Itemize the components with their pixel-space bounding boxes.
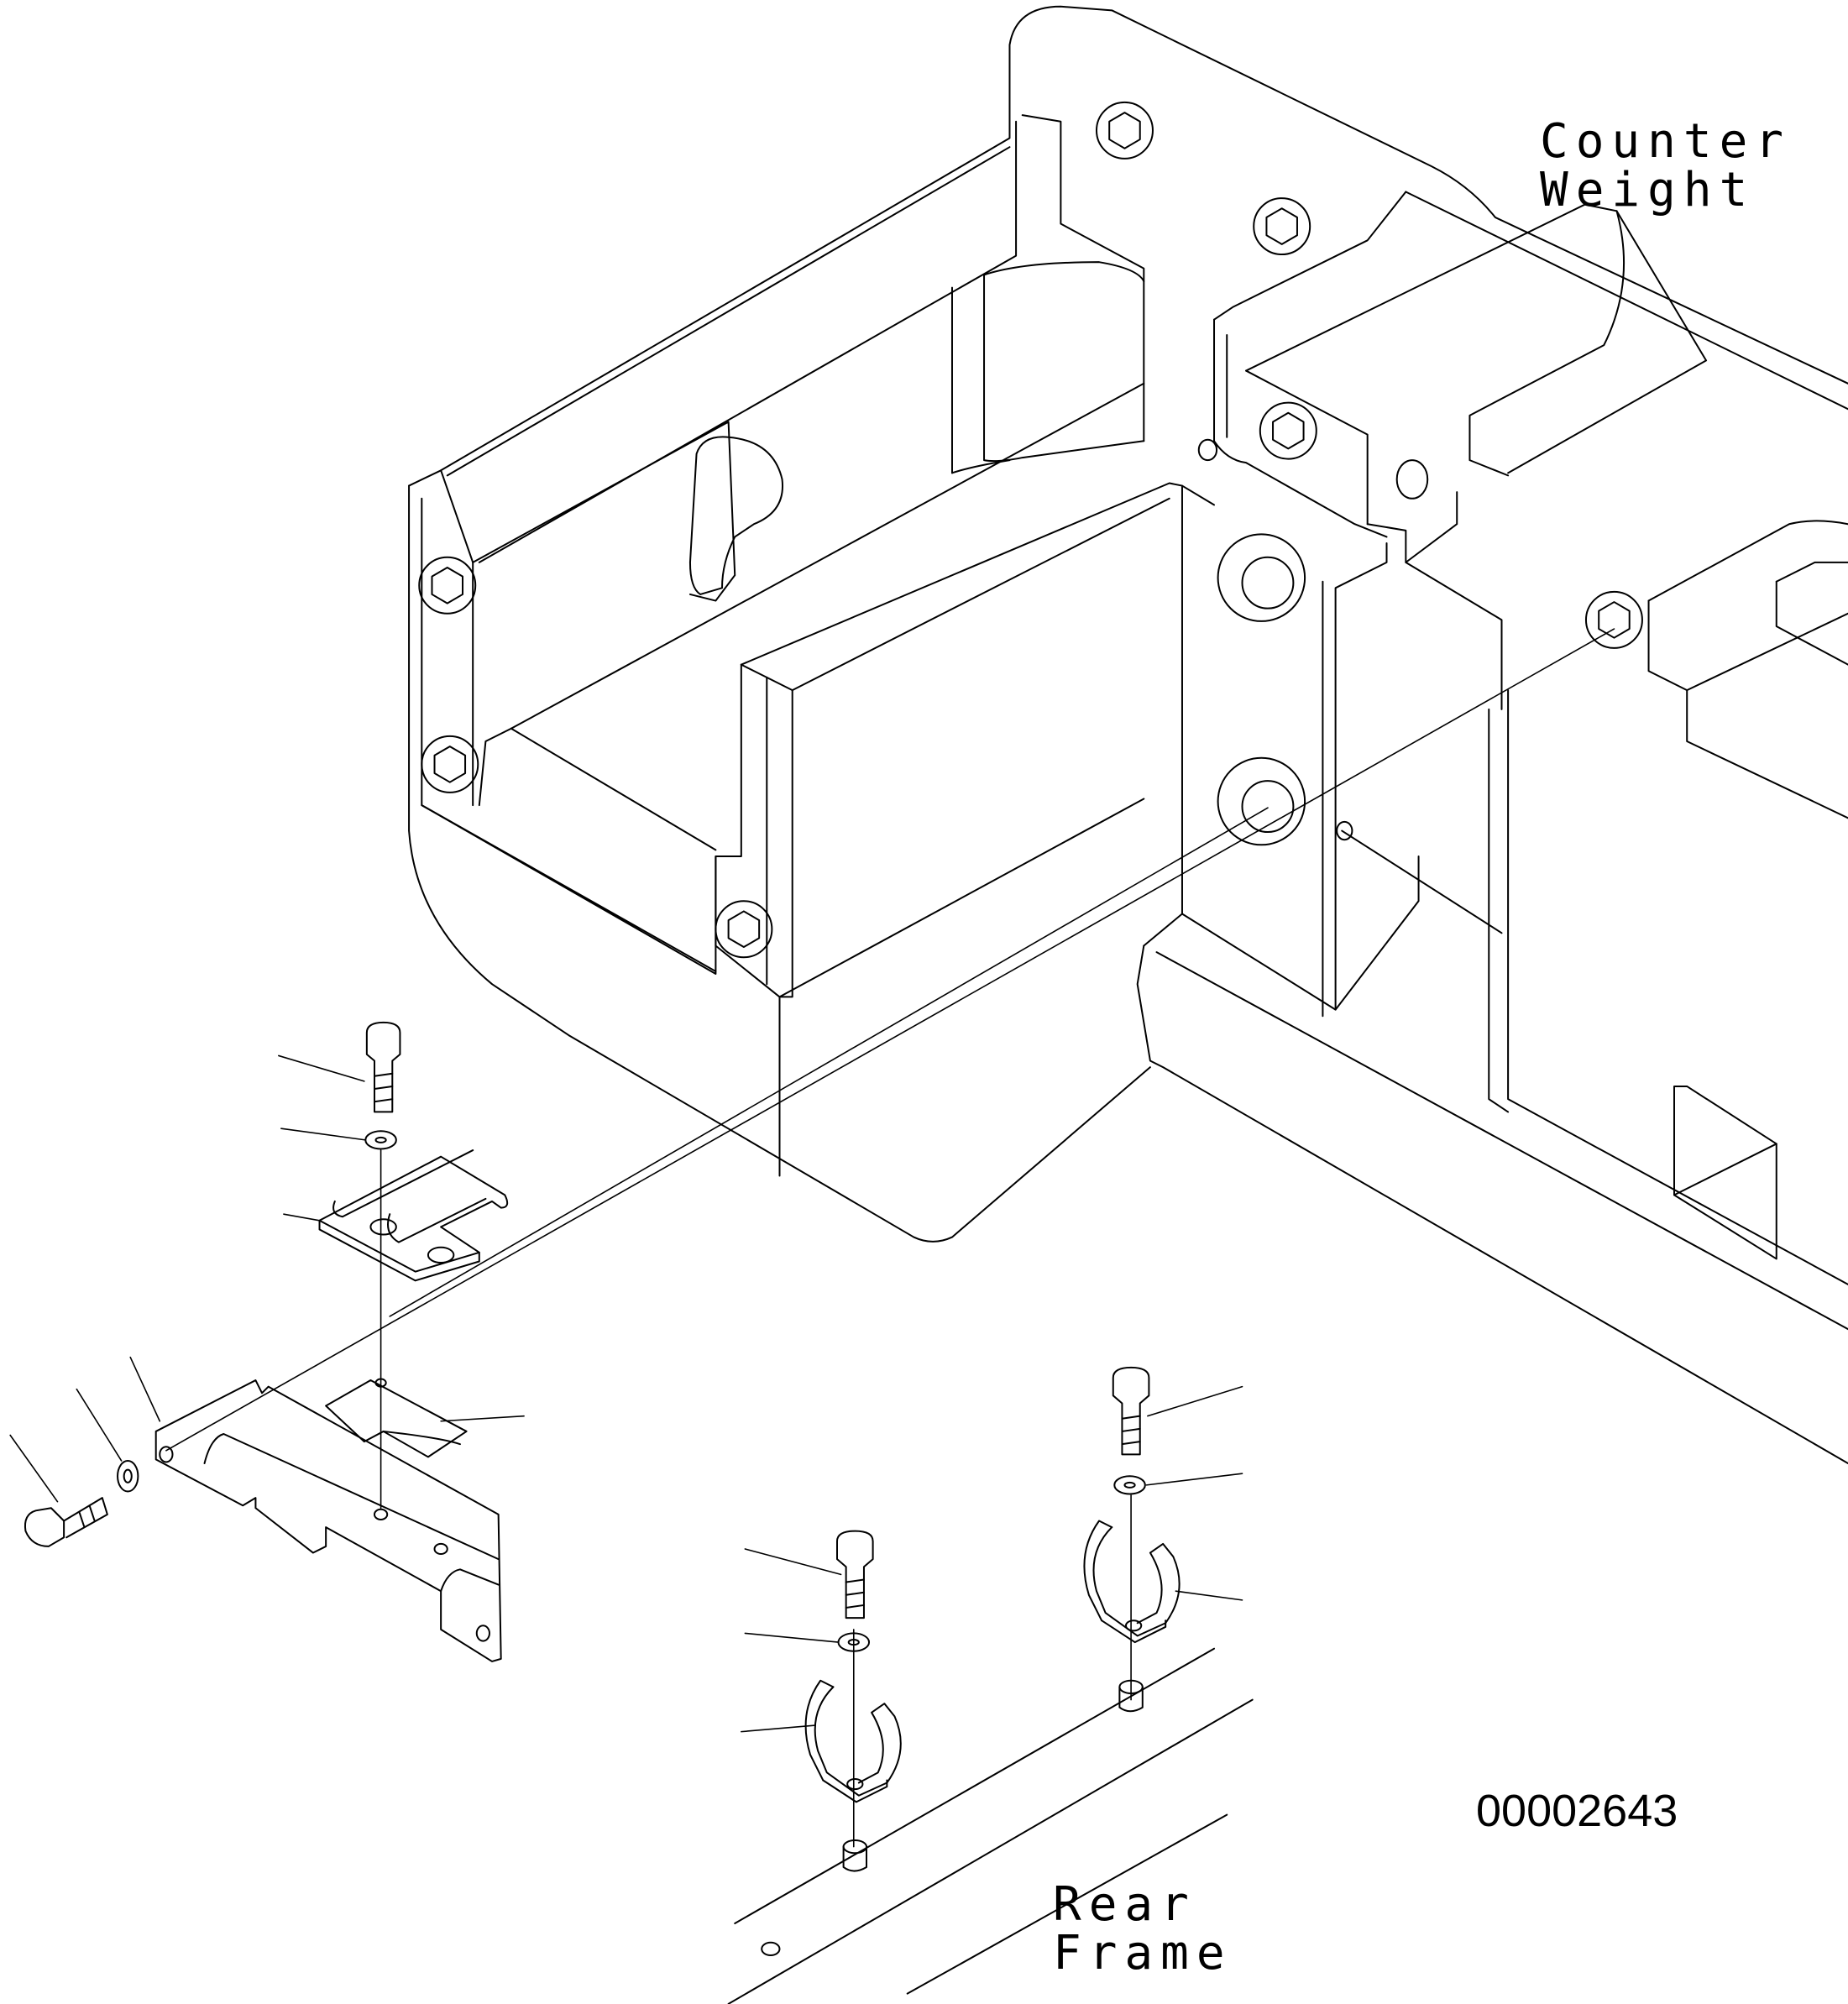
counter-weight-label-line-2: Weight: [1540, 163, 1756, 217]
rear-frame: [729, 1649, 1253, 2004]
counter-weight-label-line-1: Counter: [1540, 114, 1792, 169]
assembly-centerlines: [166, 629, 1615, 1847]
rear-frame-label-line-1: Rear: [1053, 1877, 1196, 1932]
lower-clip-assemblies: [741, 1368, 1243, 1871]
rear-frame-label-line-2: Frame: [1053, 1926, 1233, 1980]
counter-weight-casting: [409, 7, 1848, 1463]
figure-number: 00002643: [1476, 1786, 1678, 1836]
rear-frame-label: Rear Frame: [1053, 1881, 1233, 1978]
upper-bracket-assembly: [10, 1023, 524, 1661]
counter-weight-label: Counter Weight: [1540, 118, 1791, 215]
